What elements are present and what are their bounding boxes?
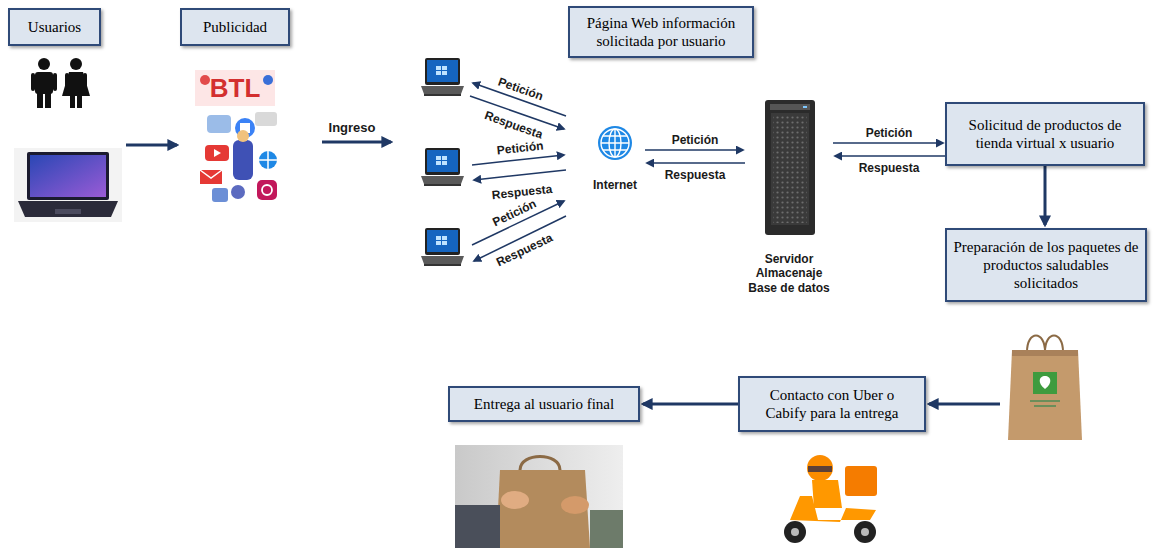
process-box: Solicitud de productos de tienda virtual…: [945, 102, 1145, 166]
logo-text: BTL: [210, 73, 261, 103]
globe-icon: [598, 126, 632, 160]
line-label: Petición: [496, 139, 544, 158]
line-label: Respuesta: [491, 182, 553, 202]
edge-label: Respuesta: [859, 161, 920, 175]
connector-arrow: [643, 403, 738, 406]
edge-label: Petición: [672, 133, 719, 147]
label-holder: BTL: [210, 73, 261, 104]
connector-arrow: [833, 142, 943, 144]
label-box: Preparación de los paquetes de productos…: [945, 228, 1147, 302]
process-box: Contacto con Uber o Cabify para la entre…: [738, 376, 926, 432]
label-holder: Respuesta: [859, 158, 920, 176]
laptop-illustration: [14, 148, 122, 222]
edge-label: Respuesta: [665, 168, 726, 182]
label-holder: Respuesta: [493, 228, 556, 270]
label-holder: Respuesta: [665, 165, 726, 183]
node-text: Preparación de los paquetes de productos…: [953, 238, 1139, 292]
paper-bag: [1008, 336, 1082, 441]
connector-arrow: [647, 162, 745, 164]
advertising-collage: [195, 70, 277, 202]
node-text: Página Web información solicitada por us…: [574, 14, 748, 50]
node-text: Internet: [593, 178, 637, 192]
label-holder: Petición: [866, 123, 913, 141]
actor-box: Usuarios: [8, 8, 126, 220]
line-label: Respuesta: [483, 108, 545, 141]
server-tower: [765, 100, 815, 235]
node-text: Publicidad: [203, 18, 267, 36]
request-lines: [470, 83, 566, 261]
label-holder: Respuesta: [491, 179, 553, 203]
handover-photo: [455, 445, 623, 548]
client-laptop: [421, 228, 464, 266]
header-box: Página Web información solicitada por us…: [568, 6, 754, 58]
node-text: Usuarios: [28, 18, 81, 36]
node-text: Contacto con Uber o Cabify para la entre…: [748, 386, 916, 422]
node-text: Entrega al usuario final: [474, 395, 614, 413]
connector-arrow: [126, 144, 177, 147]
client-laptop: [421, 148, 464, 186]
label-holder: Ingreso: [329, 118, 376, 136]
label-holder: Petición: [672, 130, 719, 148]
process-box: Preparación de los paquetes de productos…: [1000, 228, 1146, 443]
entry-arrow: [322, 141, 391, 144]
node-text: Solicitud de productos de tienda virtual…: [955, 116, 1135, 152]
people-icon: [31, 58, 90, 108]
server-node: Servidor Almacenaje Base de datos: [745, 95, 833, 295]
connector-arrow: [835, 155, 945, 157]
edge-label: Petición: [866, 126, 913, 140]
flow-label: Ingreso: [329, 120, 376, 135]
connector-arrow: [1044, 166, 1047, 225]
connector-arrow: [645, 149, 743, 151]
label-box: Usuarios: [8, 8, 101, 46]
channel-box: Publicidad: [180, 8, 292, 220]
connector-arrow: [929, 403, 1000, 406]
client-laptop: [421, 58, 464, 96]
label-box: Publicidad: [180, 8, 290, 46]
internet-node: Internet: [585, 118, 645, 192]
line-label: Petición: [496, 75, 545, 104]
node-text: Servidor Almacenaje Base de datos: [745, 252, 833, 295]
delivery-scooter: [784, 455, 877, 543]
process-box: Entrega al usuario final: [448, 386, 640, 422]
label-holder: Petición: [496, 136, 544, 159]
